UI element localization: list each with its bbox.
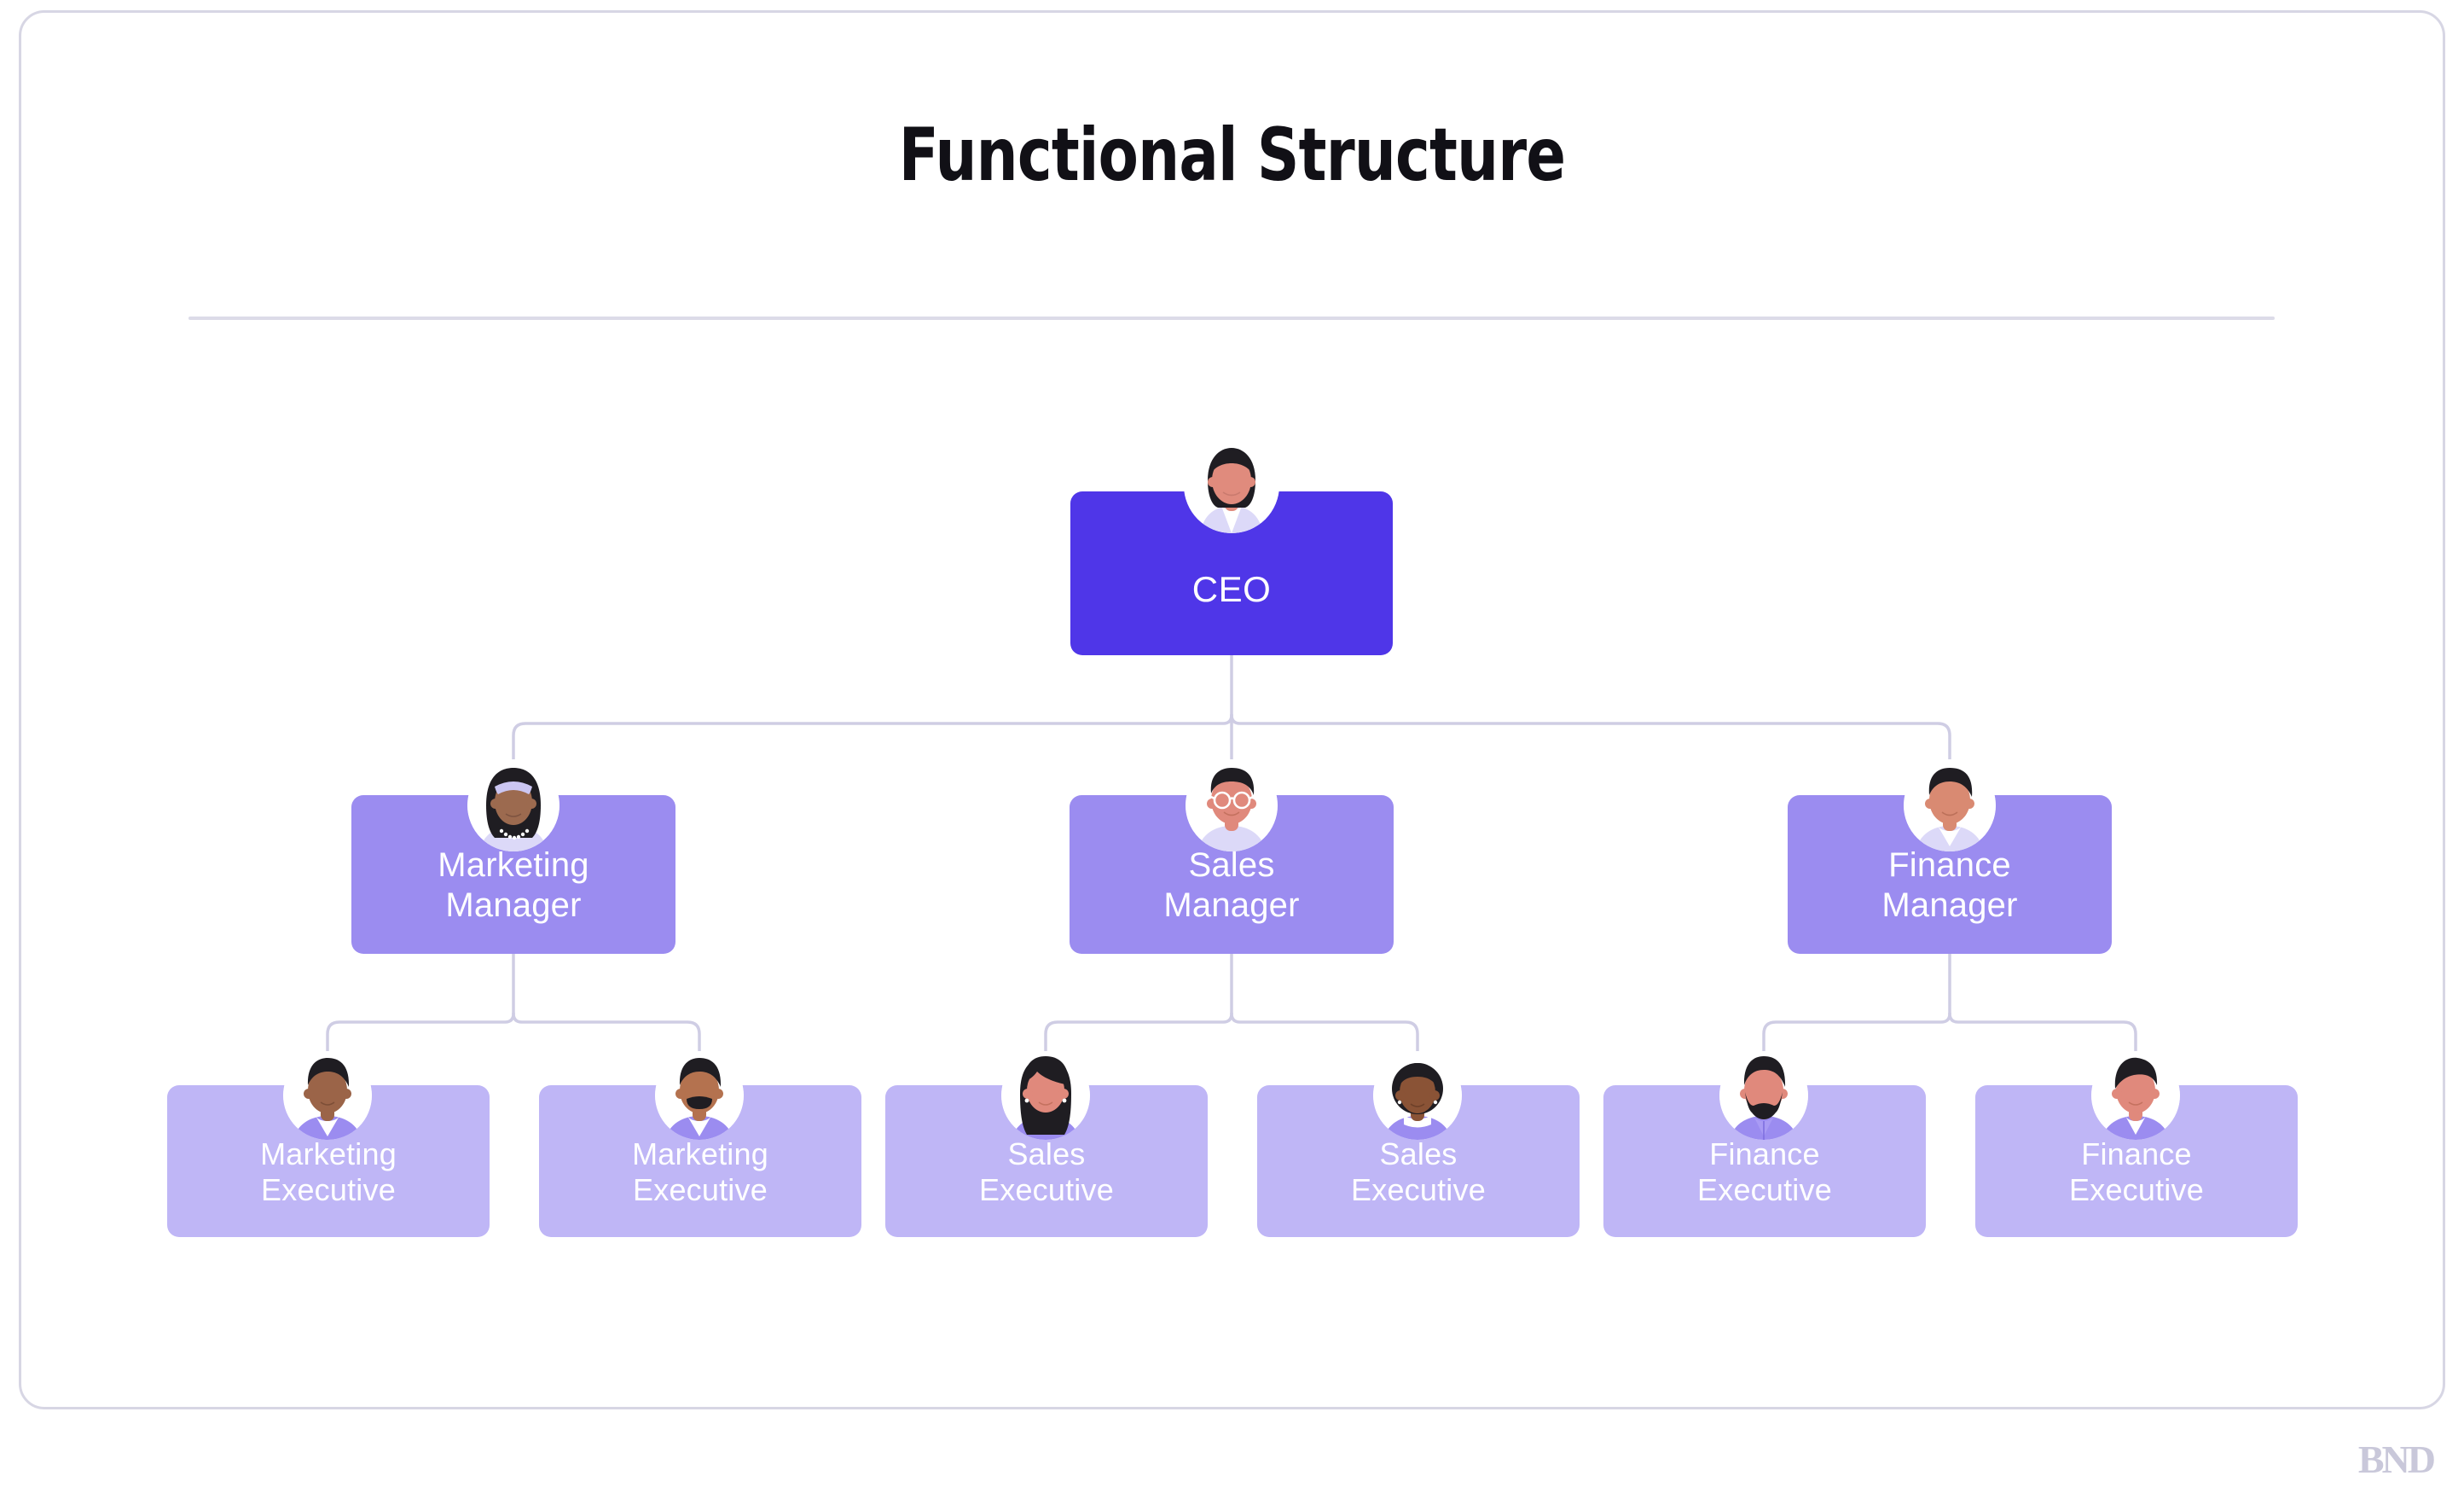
org-node-label: CEO xyxy=(1191,569,1272,610)
bnd-watermark: BND xyxy=(2357,1438,2436,1481)
org-node-label: Finance Executive xyxy=(2069,1136,2204,1207)
avatar-sales-executive-2 xyxy=(1373,1051,1462,1140)
avatar-finance-executive-1 xyxy=(1719,1051,1808,1140)
avatar-finance-manager xyxy=(1904,759,1996,851)
avatar-marketing-executive-1 xyxy=(283,1051,372,1140)
org-node-label: Finance Manager xyxy=(1881,846,2018,924)
org-node-label: Marketing Manager xyxy=(438,846,589,924)
avatar-finance-executive-2 xyxy=(2091,1051,2180,1140)
org-node-ceo[interactable]: CEO xyxy=(1070,491,1393,655)
avatar-sales-executive-1 xyxy=(1001,1051,1090,1140)
org-node-marketing-executive-1[interactable]: Marketing Executive xyxy=(167,1085,490,1237)
org-node-label: Marketing Executive xyxy=(260,1136,397,1207)
avatar-marketing-executive-2 xyxy=(655,1051,744,1140)
title-divider xyxy=(188,317,2275,320)
page-title: Functional Structure xyxy=(898,113,1566,198)
org-node-label: Marketing Executive xyxy=(632,1136,768,1207)
avatar-marketing-manager xyxy=(467,759,559,851)
org-node-label: Finance Executive xyxy=(1697,1136,1832,1207)
org-node-sales-executive-1[interactable]: Sales Executive xyxy=(885,1085,1208,1237)
org-node-label: Sales Executive xyxy=(1351,1136,1486,1207)
avatar-sales-manager xyxy=(1186,759,1278,851)
org-node-label: Sales Manager xyxy=(1163,846,1300,924)
org-node-finance-executive-1[interactable]: Finance Executive xyxy=(1603,1085,1926,1237)
avatar-ceo xyxy=(1184,438,1279,533)
org-node-label: Sales Executive xyxy=(979,1136,1114,1207)
